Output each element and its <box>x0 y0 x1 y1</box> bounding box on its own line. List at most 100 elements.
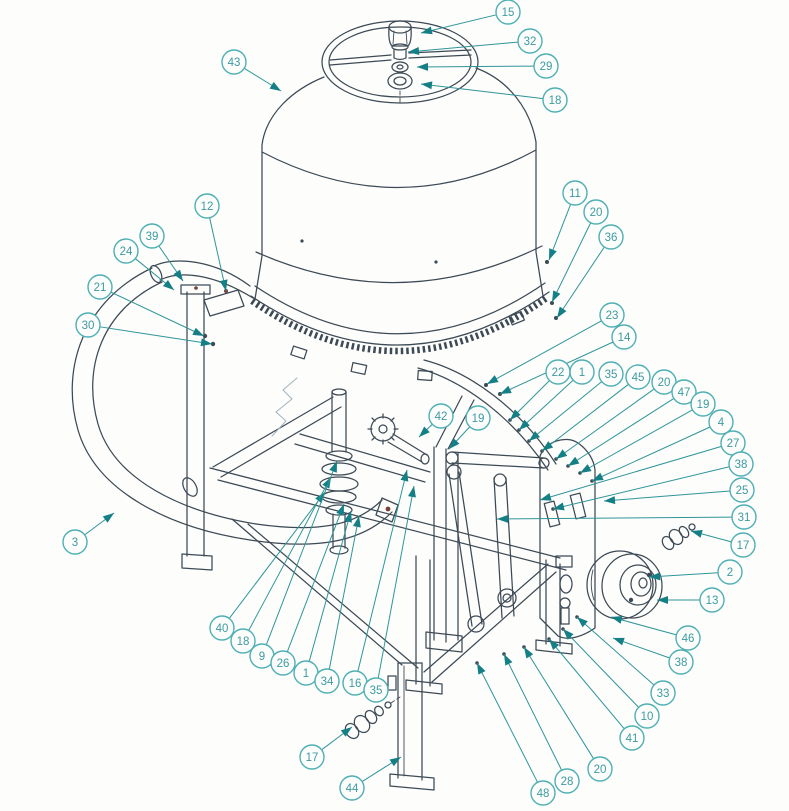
dump-handle <box>71 267 399 545</box>
callout-number: 11 <box>569 188 581 200</box>
leader-arrowhead <box>549 639 560 650</box>
callout-40: 40 <box>209 491 326 641</box>
callout-balloon <box>668 649 694 675</box>
callout-number: 31 <box>738 512 751 524</box>
leader-line <box>528 381 603 442</box>
leader-arrowhead <box>408 486 416 498</box>
callout-28: 28 <box>503 653 580 794</box>
ring-gear <box>250 260 558 396</box>
callout-17: 17 <box>299 726 353 770</box>
callout-22: 22 <box>509 359 571 421</box>
leader-line <box>357 469 408 672</box>
callout-47: 47 <box>567 379 697 467</box>
leader-arrowhead <box>657 596 668 604</box>
leader-arrowhead <box>421 26 433 35</box>
leader-arrowhead <box>611 616 623 624</box>
callout-balloon <box>717 559 743 585</box>
frame <box>209 377 573 791</box>
callout-number: 19 <box>472 413 485 425</box>
callout-balloon <box>299 744 325 770</box>
callout-31: 31 <box>496 504 757 530</box>
callout-balloon <box>533 53 559 79</box>
callout-number: 1 <box>579 367 585 379</box>
callout-balloon <box>542 87 568 113</box>
callout-24: 24 <box>113 238 175 291</box>
callout-balloon <box>517 28 543 54</box>
callout-number: 30 <box>82 320 95 332</box>
callout-48: 48 <box>476 662 556 806</box>
callout-balloon <box>562 180 588 206</box>
dome-cover <box>254 67 544 300</box>
callout-balloon <box>569 359 595 385</box>
leader-line <box>407 41 519 53</box>
callout-30: 30 <box>75 312 213 347</box>
callout-balloon <box>708 409 734 435</box>
callout-2: 2 <box>648 559 743 585</box>
callout-number: 1 <box>303 668 309 680</box>
callout-10: 10 <box>562 628 660 729</box>
leader-arrowhead <box>577 617 588 628</box>
callout-29: 29 <box>416 53 559 79</box>
leader-line <box>579 409 693 474</box>
callout-balloon <box>619 725 645 751</box>
callout-33: 33 <box>576 616 676 706</box>
callout-15: 15 <box>420 0 521 35</box>
grease-fitting-right <box>661 523 696 551</box>
leader-line <box>548 638 625 730</box>
leader-arrowhead <box>487 375 499 384</box>
callout-balloon <box>599 302 625 328</box>
callout-3: 3 <box>62 512 115 555</box>
leader-line <box>286 503 345 652</box>
leader-arrowhead <box>408 47 420 55</box>
leader-arrowhead <box>497 514 509 523</box>
leader-arrowhead <box>389 757 401 767</box>
leader-line <box>496 516 733 520</box>
callout-balloon <box>554 768 580 794</box>
callout-balloon <box>363 677 389 703</box>
callout-balloon <box>675 625 701 651</box>
callout-number: 28 <box>561 776 574 788</box>
leader-arrowhead <box>477 663 486 675</box>
wheel <box>586 550 663 620</box>
callout-number: 9 <box>259 651 265 663</box>
leader-arrowhead <box>192 327 204 336</box>
callout-12: 12 <box>194 193 228 292</box>
leader-arrowhead <box>542 441 554 451</box>
leader-arrowhead <box>421 81 433 90</box>
callout-18: 18 <box>230 476 332 654</box>
leader-line <box>503 653 563 771</box>
leader-arrowhead <box>580 464 592 473</box>
leader-arrowhead <box>553 502 565 511</box>
callout-19: 19 <box>448 405 491 450</box>
callout-balloon <box>731 504 757 530</box>
callout-19: 19 <box>579 391 716 474</box>
leader-arrowhead <box>162 279 174 290</box>
callout-balloon <box>587 756 613 782</box>
chain-guard <box>417 359 557 471</box>
leader-arrowhead <box>336 504 344 516</box>
callout-number: 20 <box>658 377 671 389</box>
callout-44: 44 <box>339 756 402 801</box>
callout-number: 20 <box>590 207 603 219</box>
callout-27: 27 <box>539 430 746 501</box>
leader-line <box>228 491 326 619</box>
callout-38: 38 <box>612 637 694 675</box>
leader-line <box>541 383 629 452</box>
callout-number: 26 <box>277 658 290 670</box>
callout-36: 36 <box>556 224 624 319</box>
leader-line <box>648 572 719 578</box>
callout-41: 41 <box>548 638 645 751</box>
leader-arrowhead <box>529 430 541 441</box>
callout-balloon <box>428 403 454 429</box>
callout-number: 38 <box>735 459 748 471</box>
callout-20: 20 <box>555 369 677 460</box>
leader-arrowhead <box>340 727 352 737</box>
callout-balloon <box>87 274 113 300</box>
callout-balloon <box>650 680 676 706</box>
callout-balloon <box>690 391 716 417</box>
leader-arrowhead <box>329 461 337 473</box>
callout-number: 45 <box>632 372 645 384</box>
callout-25: 25 <box>603 477 755 505</box>
leader-arrowhead <box>649 572 661 581</box>
